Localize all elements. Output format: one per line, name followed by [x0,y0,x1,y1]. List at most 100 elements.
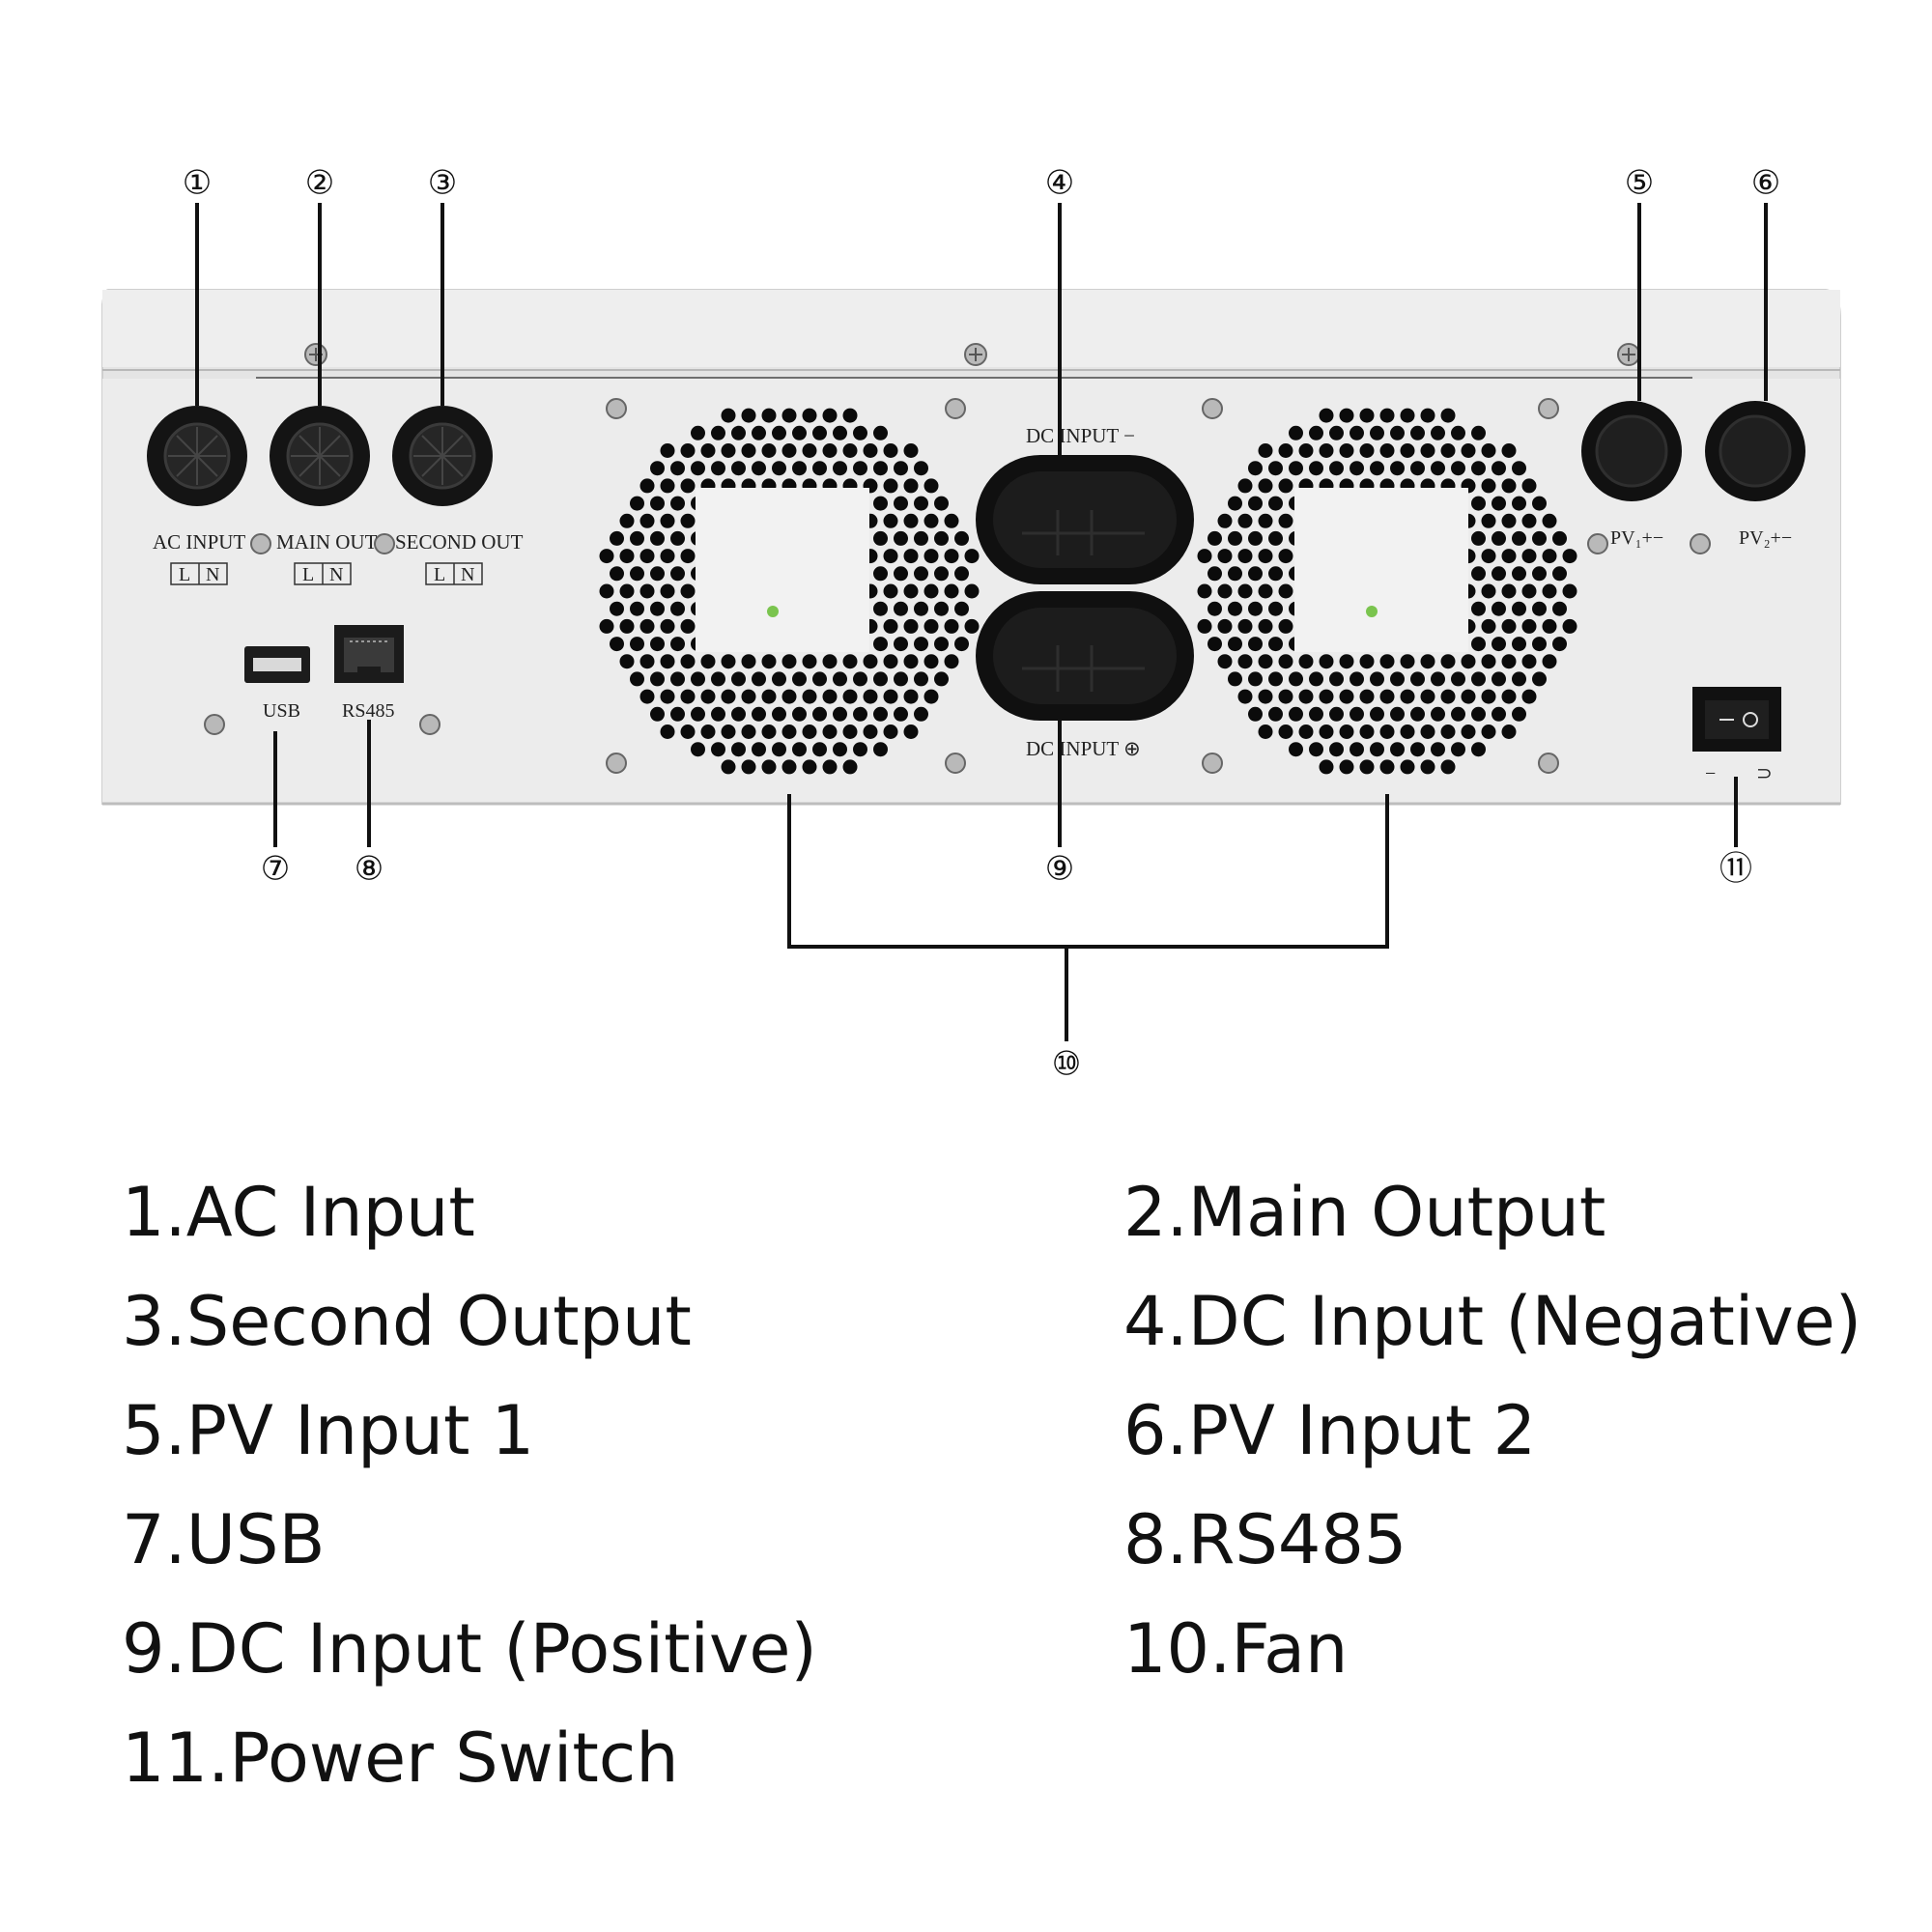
vent-hole [1552,637,1567,652]
vent-hole [1298,689,1314,704]
vent-hole [934,496,949,511]
second-output-connector [392,406,493,506]
vent-hole [741,408,756,423]
vent-hole [741,759,756,775]
vent-hole [1562,583,1577,599]
vent-hole [1248,530,1263,546]
vent-hole [792,461,807,476]
vent-hole [1501,654,1517,669]
screw-icon [204,714,225,735]
vent-hole [650,530,665,546]
screw-icon [1202,753,1223,774]
vent-hole [660,443,675,458]
vent-hole [1552,601,1567,616]
vent-hole [822,724,838,739]
vent-hole [954,566,969,582]
vent-hole [1532,671,1547,687]
callout-6: ⑥ [1751,166,1780,202]
vent-hole [1471,425,1486,440]
vent-hole [873,671,888,687]
vent-hole [1197,549,1212,564]
vent-hole [842,724,858,739]
vent-hole [1440,689,1456,704]
vent-hole [1268,637,1283,652]
vent-hole [1492,601,1506,616]
vent-hole [761,654,777,669]
vent-hole [731,742,746,757]
vent-hole [944,549,959,564]
second-out-l: L [434,564,445,585]
pv1-label: PV₁+− [1610,527,1663,549]
vent-hole [680,618,696,634]
vent-hole [1400,759,1415,775]
vent-hole [650,601,665,616]
vent-hole [1319,654,1334,669]
vent-hole [894,461,908,476]
vent-hole [1370,461,1384,476]
vent-hole [1298,724,1314,739]
vent-hole [711,706,725,722]
vent-hole [1309,671,1323,687]
vent-hole [792,425,807,440]
vent-hole [1359,408,1375,423]
vent-hole [1379,759,1395,775]
vent-hole [1501,513,1517,528]
legend-item-10: 10.Fan [1123,1609,1349,1689]
ac-input-n: N [206,564,219,585]
vent-hole [700,724,716,739]
usb-label: USB [263,700,300,722]
vent-hole [1471,496,1486,511]
vent-hole [1512,496,1526,511]
vent-hole [1289,671,1303,687]
fan-right [1197,408,1577,775]
vent-hole [923,513,939,528]
vent-hole [761,443,777,458]
vent-hole [1512,706,1526,722]
vent-hole [1420,443,1435,458]
vent-hole [691,671,705,687]
vent-hole [883,654,898,669]
vent-hole [1492,637,1506,652]
vent-hole [1359,689,1375,704]
vent-hole [1217,583,1233,599]
legend-item-6: 6.PV Input 2 [1123,1391,1537,1470]
vent-hole [700,654,716,669]
callout-5: ⑤ [1625,166,1654,202]
vent-hole [944,654,959,669]
vent-hole [721,443,736,458]
pv-input-1-connector: PV₁+− [1581,401,1682,549]
vent-hole [721,654,736,669]
vent-hole [802,759,817,775]
vent-hole [1532,601,1547,616]
vent-hole [1492,566,1506,582]
vent-hole [1521,549,1537,564]
vent-hole [1278,443,1293,458]
vent-hole [741,689,756,704]
vent-hole [1248,601,1263,616]
vent-hole [863,654,878,669]
vent-hole [954,637,969,652]
vent-hole [721,408,736,423]
vent-hole [863,724,878,739]
vent-hole [883,583,898,599]
vent-hole [1390,671,1405,687]
vent-hole [802,443,817,458]
ac-port-labels: AC INPUT MAIN OUT SECOND OUT L N L N L N [153,530,524,585]
rs485-label: RS485 [342,700,394,722]
vent-hole [1278,654,1293,669]
vent-hole [1481,478,1496,494]
vent-hole [1228,496,1242,511]
vent-hole [792,671,807,687]
vent-hole [903,478,919,494]
vent-hole [903,724,919,739]
legend-item-3: 3.Second Output [122,1282,692,1361]
vent-hole [772,706,786,722]
vent-hole [1370,706,1384,722]
vent-hole [954,601,969,616]
vent-hole [1217,654,1233,669]
vent-hole [1197,618,1212,634]
vent-hole [964,549,980,564]
vent-hole [761,759,777,775]
vent-hole [639,689,655,704]
vent-hole [619,618,635,634]
